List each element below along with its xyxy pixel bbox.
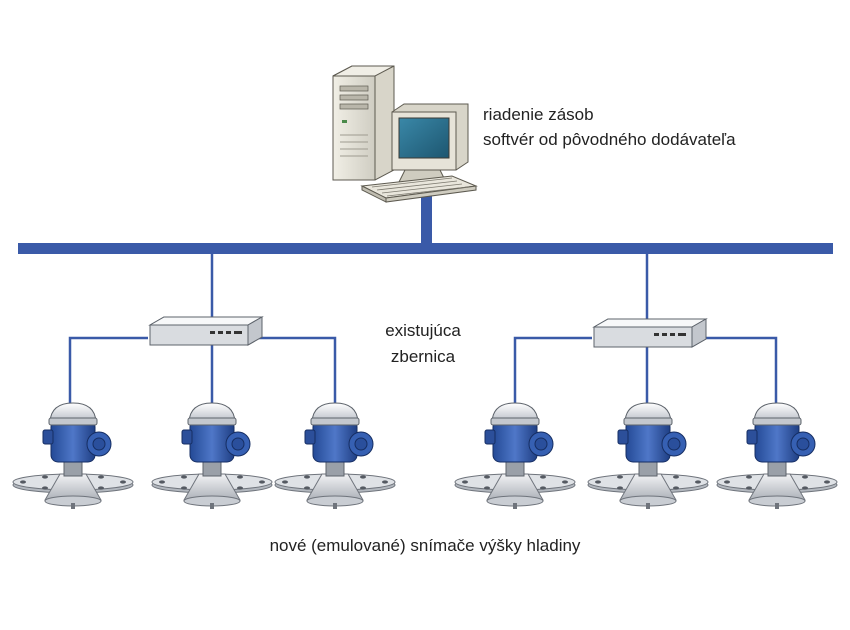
bus-label-line1: existujúca bbox=[385, 321, 461, 340]
computer-label-line2: softvér od pôvodného dodávateľa bbox=[483, 130, 736, 149]
computer-workstation bbox=[332, 65, 478, 203]
level-sensor-4 bbox=[454, 402, 576, 510]
gateway-left bbox=[149, 316, 263, 346]
level-sensor-1 bbox=[12, 402, 134, 510]
level-sensor-5 bbox=[587, 402, 709, 510]
bus-label: existujúca zbernica bbox=[353, 318, 493, 370]
gateway-right bbox=[593, 318, 707, 348]
left-sensor-wiring bbox=[68, 336, 337, 404]
computer-label-line1: riadenie zásob bbox=[483, 105, 594, 124]
right-sensor-wiring bbox=[513, 336, 778, 404]
level-sensor-6 bbox=[716, 402, 838, 510]
computer-label: riadenie zásob softvér od pôvodného dodá… bbox=[483, 102, 736, 152]
level-sensor-3 bbox=[274, 402, 396, 510]
main-bus-line bbox=[18, 243, 833, 254]
computer-connection-line bbox=[421, 192, 432, 245]
sensors-label: nové (emulované) snímače výšky hladiny bbox=[269, 536, 581, 555]
bus-label-line2: zbernica bbox=[390, 347, 456, 366]
level-sensor-2 bbox=[151, 402, 273, 510]
